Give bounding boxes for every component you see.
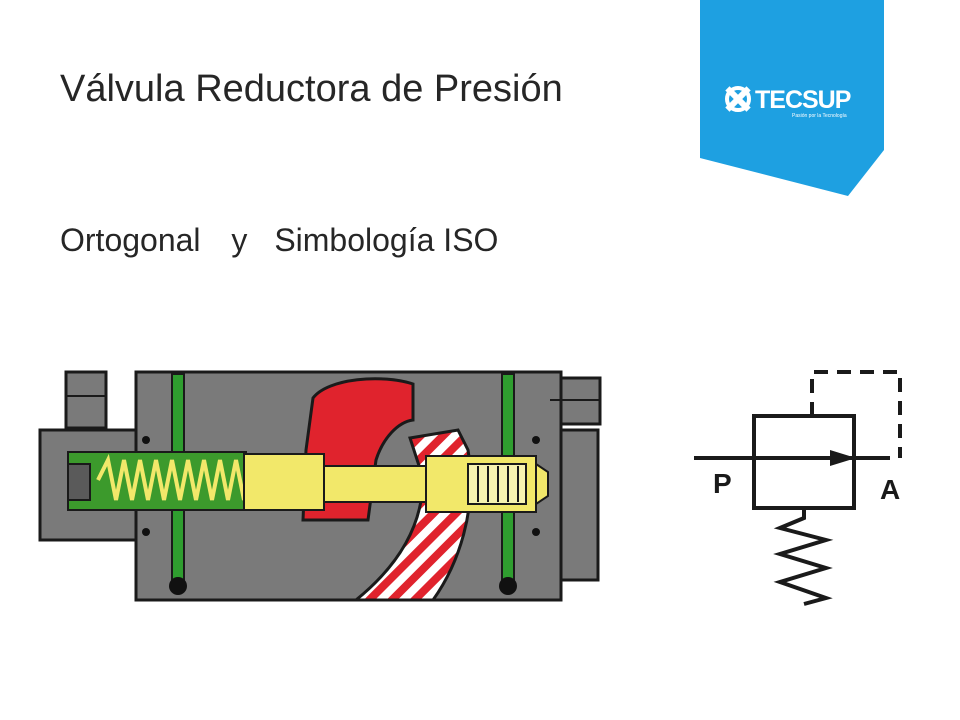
iso-spring <box>773 508 834 606</box>
slide-title: Válvula Reductora de Presión <box>60 68 563 110</box>
iso-flow-arrow-icon <box>830 450 856 466</box>
logo-brand-text: TECSUP <box>755 86 851 114</box>
valve-cross-section <box>38 370 602 602</box>
left-plug <box>67 463 91 501</box>
o-rings <box>142 436 540 595</box>
slide-subtitle: Ortogonal y Simbología ISO <box>60 222 498 259</box>
subtitle-word-and: y <box>231 222 248 258</box>
subtitle-word-orthogonal: Ortogonal <box>60 222 201 258</box>
tecsup-logo-badge <box>700 0 884 196</box>
iso-port-a: A <box>880 474 901 505</box>
subtitle-word-iso: Simbología ISO <box>274 222 499 258</box>
tecsup-emblem-icon <box>725 86 751 112</box>
iso-port-p: P <box>713 468 732 499</box>
logo-tagline: Pasión por la Tecnología <box>792 113 847 119</box>
iso-pilot-line <box>810 370 902 458</box>
iso-symbol <box>694 370 902 606</box>
